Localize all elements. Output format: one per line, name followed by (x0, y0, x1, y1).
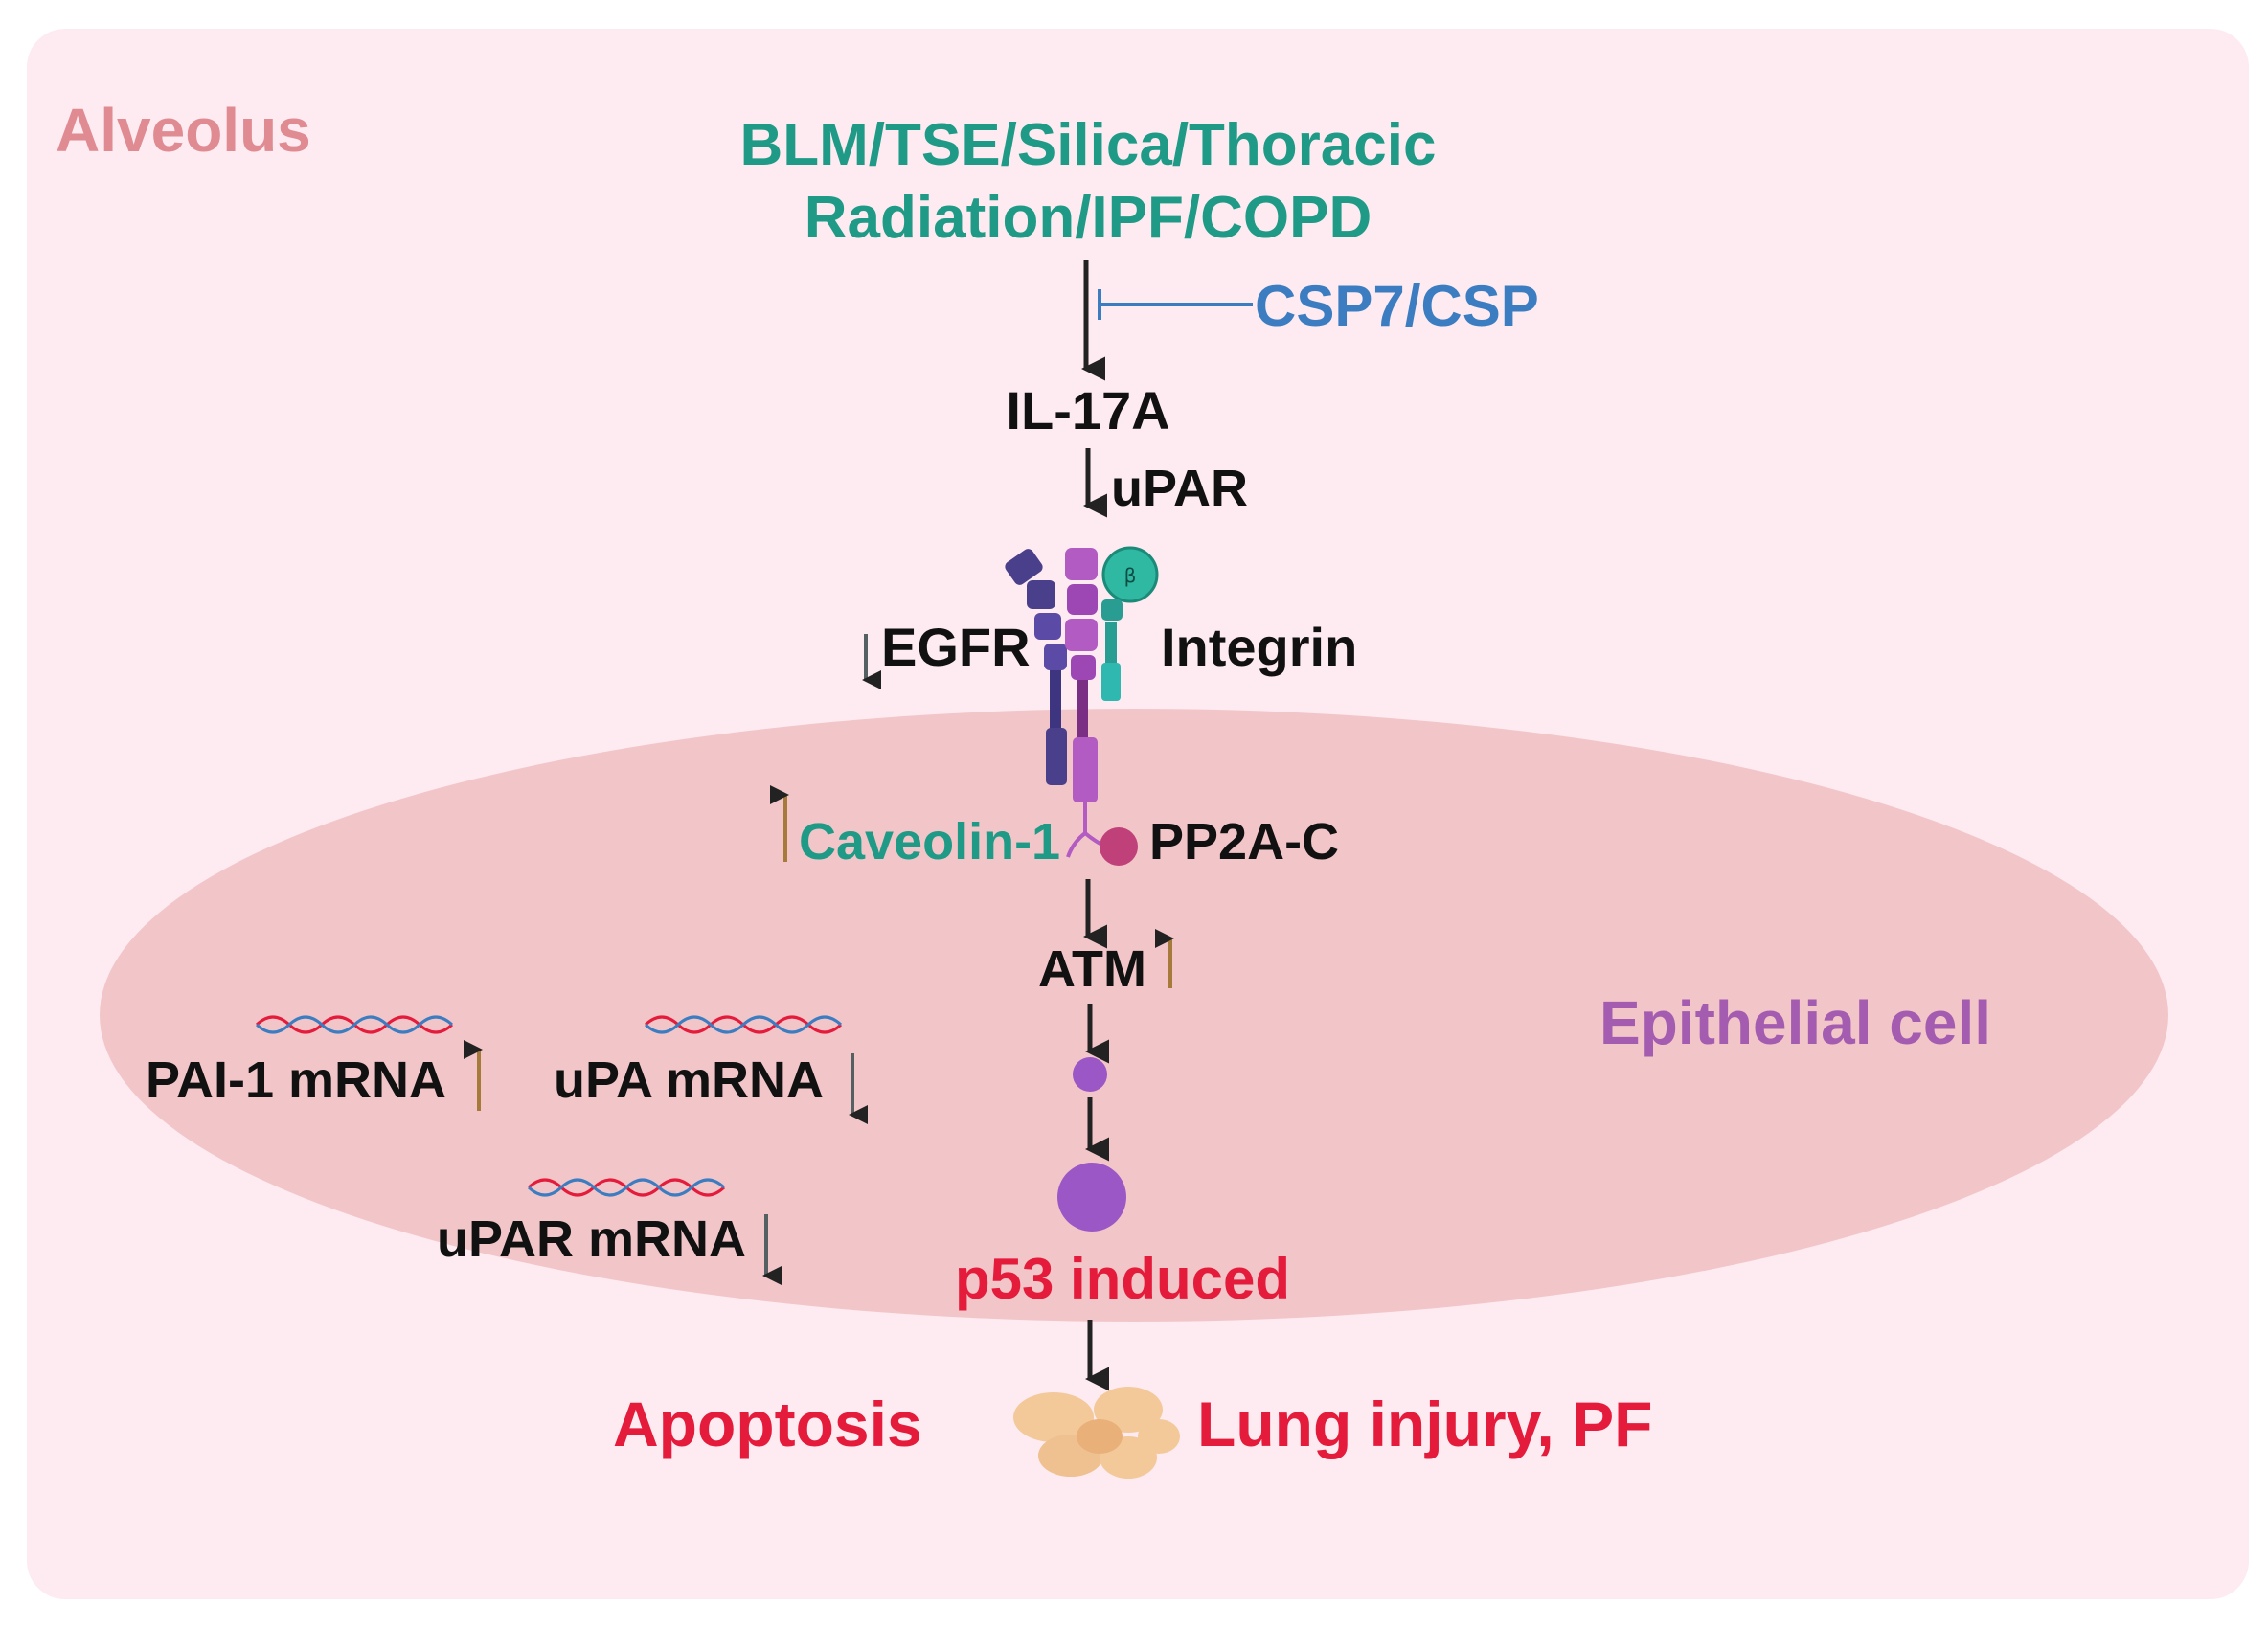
egfr-label: EGFR (881, 617, 1031, 677)
signal-node-small (1073, 1057, 1107, 1092)
apoptotic-cell-icon (1013, 1387, 1180, 1479)
apoptosis-label: Apoptosis (613, 1389, 922, 1459)
upa-dna-icon (644, 1015, 843, 1034)
pp2a-circle (1100, 827, 1138, 866)
pai1-mrna-label: PAI-1 mRNA (146, 1051, 446, 1109)
upa-mrna-label: uPA mRNA (554, 1051, 824, 1109)
stimuli-line-1: BLM/TSE/Silica/Thoracic (740, 112, 1437, 178)
epithelial-cell (100, 709, 2168, 1322)
integrin-label: Integrin (1161, 617, 1357, 677)
pp2a-label: PP2A-C (1149, 813, 1339, 870)
inhibitor-label: CSP7/CSP (1255, 274, 1539, 338)
upar-mrna-label: uPAR mRNA (437, 1210, 746, 1268)
stimuli-line-2: Radiation/IPF/COPD (805, 185, 1372, 251)
atm-label: ATM (1038, 940, 1146, 998)
upar-label: uPAR (1111, 460, 1248, 517)
epithelial-cell-label: Epithelial cell (1599, 988, 1991, 1057)
il17a-label: IL-17A (1006, 380, 1169, 441)
outcome-label: Lung injury, PF (1197, 1389, 1652, 1459)
pai1-dna-icon (255, 1015, 454, 1034)
p53-node (1057, 1163, 1126, 1232)
integrin-beta: β (1101, 546, 1159, 701)
egfr-receptor (1005, 549, 1067, 785)
caveolin-label: Caveolin-1 (799, 813, 1060, 870)
integrin-alpha (1065, 548, 1098, 802)
alveolus-label: Alveolus (56, 96, 311, 165)
receptor-complex: β (1005, 546, 1159, 866)
p53-label: p53 induced (955, 1247, 1290, 1311)
beta-symbol: β (1124, 564, 1137, 587)
upar-dna-icon (527, 1178, 726, 1197)
